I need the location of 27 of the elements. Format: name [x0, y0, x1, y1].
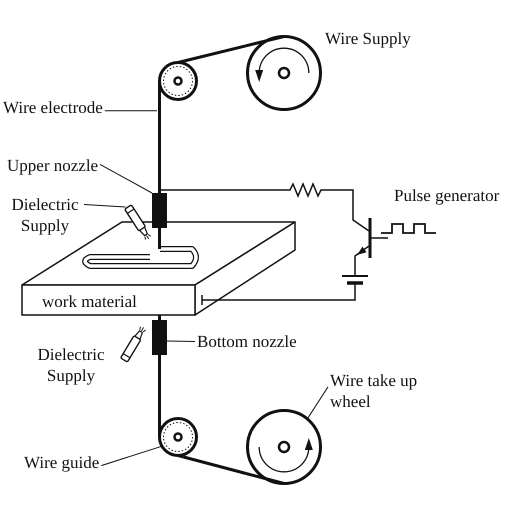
leader-line	[84, 204, 126, 208]
wire	[158, 355, 161, 417]
leader-line	[166, 340, 196, 342]
wire	[158, 101, 161, 193]
part-label: Wire guide	[24, 452, 100, 473]
wire	[158, 228, 161, 249]
guide-pulley	[158, 417, 198, 457]
wire	[184, 44, 246, 62]
leader-line	[100, 446, 162, 466]
part-label: Wire electrode	[3, 97, 103, 118]
part-label: Wire take up wheel	[330, 370, 428, 412]
wire	[158, 315, 161, 320]
leader-line	[100, 164, 152, 194]
part-label: Dielectric Supply	[8, 194, 82, 236]
part-label: Wire Supply	[325, 28, 411, 49]
wire	[183, 456, 246, 475]
nozzle-block	[152, 193, 167, 228]
take-up-wheel	[246, 409, 322, 485]
part-label: Dielectric Supply	[36, 344, 106, 386]
part-label: Upper nozzle	[7, 155, 98, 176]
guide-pulley	[158, 61, 198, 101]
part-label: work material	[42, 291, 137, 312]
supply-reel	[246, 35, 322, 111]
leader-line	[104, 110, 158, 112]
part-label: Bottom nozzle	[197, 331, 297, 352]
part-label: Pulse generator	[394, 185, 500, 206]
nozzle-block	[152, 320, 167, 355]
